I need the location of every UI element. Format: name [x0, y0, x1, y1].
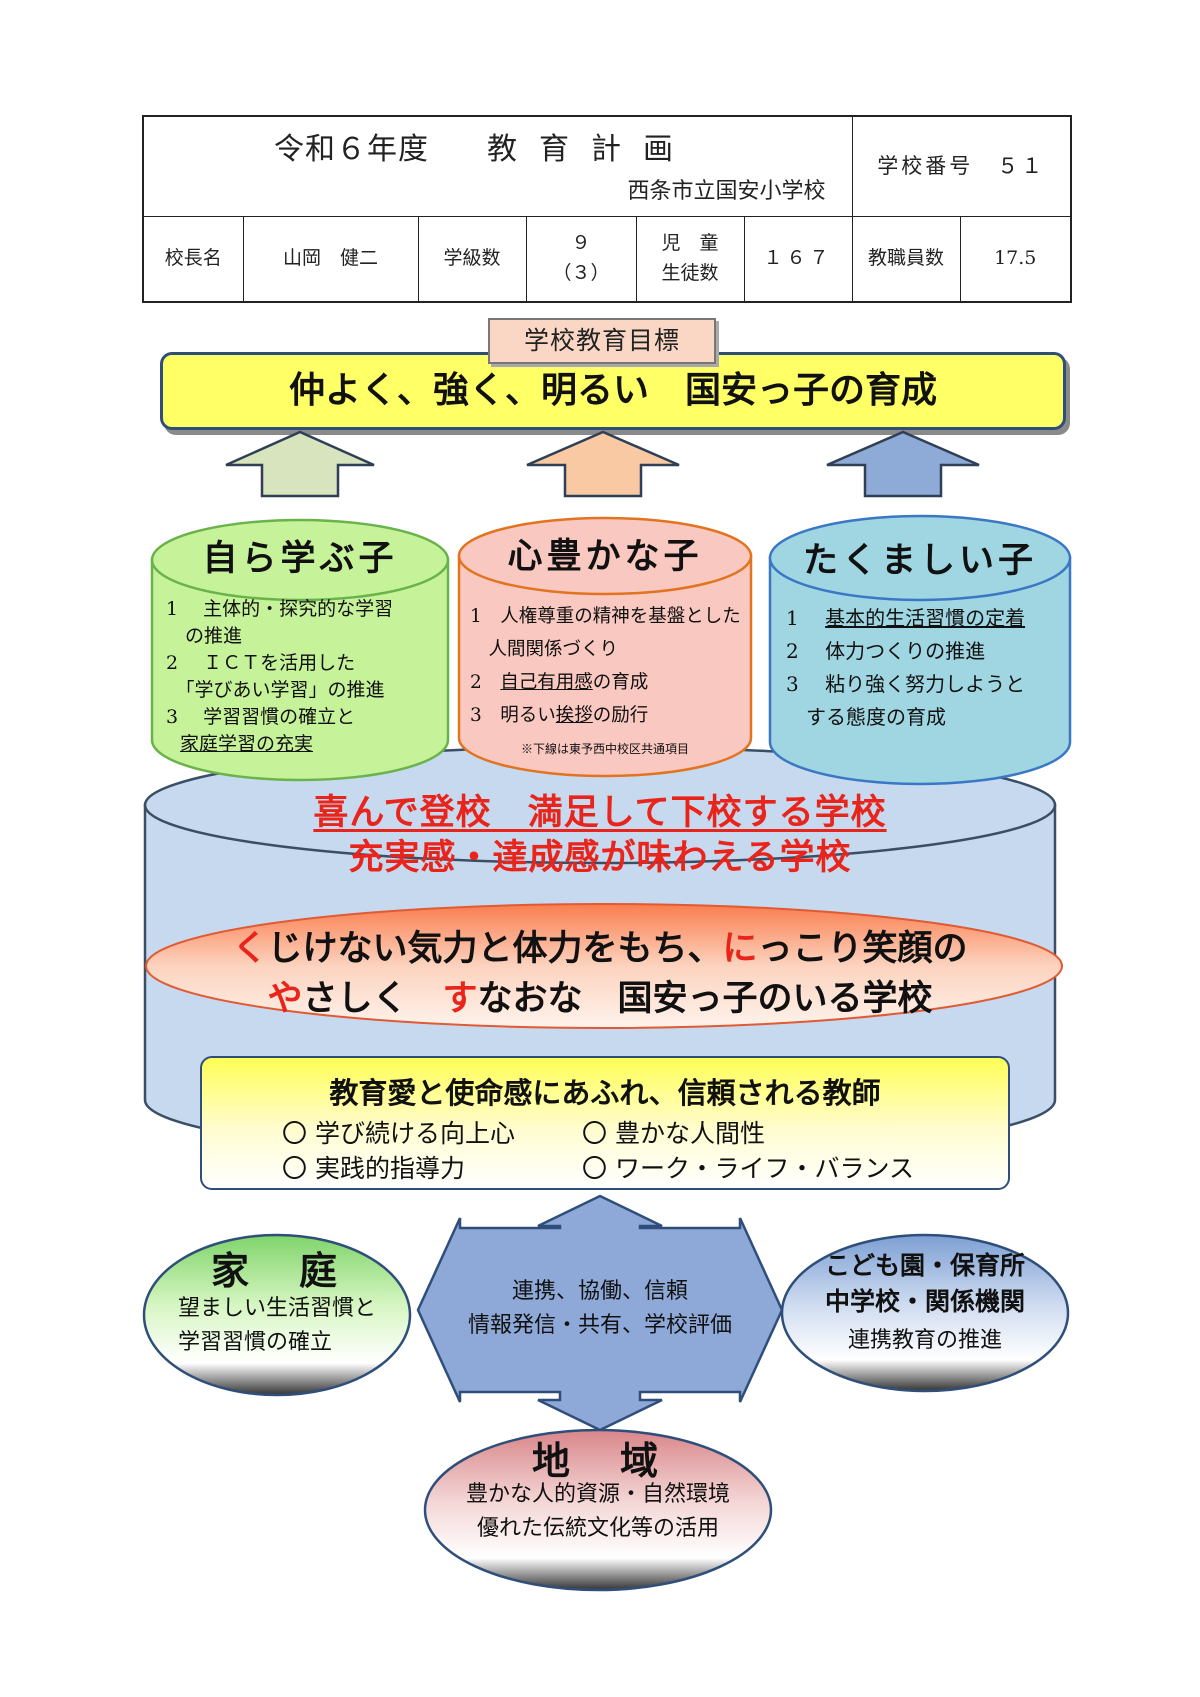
- school-vision-1: 喜んで登校 満足して下校する学校: [313, 793, 887, 833]
- students-count: １６７: [743, 215, 853, 303]
- pillar-cylinder-2: [457, 516, 753, 778]
- teacher-item: 〇 実践的指導力: [282, 1154, 465, 1183]
- principal-label: 校長名: [142, 215, 244, 303]
- partners-title: こども園・保育所 中学校・関係機関: [824, 1251, 1025, 1316]
- children-vision-2: やさしく すなおな 国安っ子のいる学校: [267, 979, 933, 1019]
- children-vision-1: くじけない気力と体力をもち、にっこり笑顔の: [232, 929, 968, 969]
- classes-count: ９（３）: [525, 215, 637, 303]
- teacher-title: 教育愛と使命感にあふれ、信頼される教師: [329, 1076, 881, 1110]
- pillar-cylinder-3: [768, 514, 1072, 786]
- school-name: 西条市立国安小学校: [627, 179, 826, 205]
- staff-count: 17.5: [959, 215, 1073, 303]
- plan-title: 令和６年度教育計画: [274, 132, 695, 167]
- pillar-items-3: 1 基本的生活習慣の定着 2 体力つくりの推進 3 粘り強く努力しようと する態…: [786, 606, 1026, 729]
- goal-label: 学校教育目標: [488, 318, 716, 364]
- home-oval: [142, 1233, 412, 1397]
- partners-text: 連携教育の推進: [847, 1328, 1002, 1353]
- school-number-cell: 学校番号 ５１: [851, 115, 1073, 217]
- arrow-up-icon: [225, 430, 375, 498]
- pillar-items-2: 1 人権尊重の精神を基盤とした 人間関係づくり 2 自己有用感の育成 3 明るい…: [470, 606, 741, 726]
- underline-note: ※下線は東予西中校区共通項目: [521, 742, 690, 756]
- title-cell: 令和６年度教育計画 西条市立国安小学校: [142, 115, 853, 217]
- partners-oval: [780, 1233, 1070, 1393]
- teacher-item: 〇 学び続ける向上心: [282, 1119, 515, 1148]
- home-text: 望ましい生活習慣と 学習習慣の確立: [178, 1296, 377, 1355]
- pillar-title-2: 心豊かな子: [507, 537, 703, 577]
- center-text: 連携、協働、信頼 情報発信・共有、学校評価: [467, 1279, 732, 1338]
- teacher-item: 〇 豊かな人間性: [582, 1119, 765, 1148]
- teacher-item: 〇 ワーク・ライフ・バランス: [582, 1154, 914, 1183]
- staff-label: 教職員数: [851, 215, 961, 303]
- pillar-title-1: 自ら学ぶ子: [202, 539, 398, 579]
- arrow-up-icon: [526, 430, 680, 498]
- pillar-items-1: 1 主体的・探究的な学習 の推進 2 ＩＣＴを活用した 「学びあい学習」の推進 …: [166, 598, 394, 755]
- pillar-title-3: たくましい子: [802, 541, 1037, 581]
- school-number: ５１: [997, 153, 1046, 178]
- classes-label: 学級数: [417, 215, 527, 303]
- school-number-label: 学校番号: [877, 153, 974, 178]
- teacher-box: 教育愛と使命感にあふれ、信頼される教師 〇 学び続ける向上心 〇 豊かな人間性 …: [200, 1056, 1010, 1190]
- students-label: 児 童生徒数: [635, 215, 745, 303]
- community-oval: [423, 1428, 773, 1592]
- pillar-cylinder-1: [150, 518, 450, 782]
- header-table: 令和６年度教育計画 西条市立国安小学校 学校番号 ５１ 校長名 山岡 健二 学級…: [142, 115, 1073, 303]
- home-title: 家 庭: [210, 1249, 343, 1293]
- community-title: 地 域: [531, 1439, 664, 1483]
- school-vision-2: 充実感・達成感が味わえる学校: [348, 838, 852, 878]
- community-text: 豊かな人的資源・自然環境 優れた伝統文化等の活用: [465, 1482, 730, 1541]
- principal-name: 山岡 健二: [242, 215, 419, 303]
- vision-ellipse: [145, 903, 1063, 1029]
- arrow-up-icon: [826, 430, 980, 498]
